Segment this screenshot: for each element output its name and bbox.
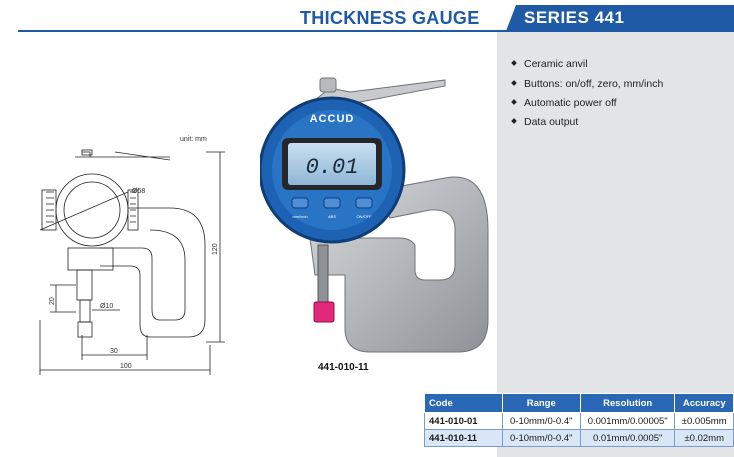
dim-height-20: 20 xyxy=(49,297,56,305)
bullet-icon xyxy=(511,80,517,86)
gauge-product-image: 0.01 ACCUD mm/inch ABS ON/OFF xyxy=(260,77,489,353)
power-label: ON/OFF xyxy=(356,214,372,219)
series-tab-shape xyxy=(506,5,734,31)
cell-accuracy: ±0.005mm xyxy=(674,412,734,430)
dim-dia10: Ø10 xyxy=(100,303,113,310)
cell-resolution: 0.001mm/0.00005" xyxy=(579,412,676,430)
table-header-row: Code Range Resolution Accuracy xyxy=(424,393,734,413)
abs-label: ABS xyxy=(328,214,336,219)
cell-code: 441-010-01 xyxy=(424,412,503,430)
cell-accuracy: ±0.02mm xyxy=(674,429,734,447)
col-accuracy: Accuracy xyxy=(674,393,734,413)
feature-item: Buttons: on/off, zero, mm/inch xyxy=(511,78,663,90)
feature-item: Automatic power off xyxy=(511,97,617,109)
col-resolution: Resolution xyxy=(579,393,676,413)
header-divider xyxy=(18,30,734,32)
col-code: Code xyxy=(424,393,503,413)
technical-drawing: Ø58 120 20 Ø10 30 100 xyxy=(39,149,225,375)
col-range: Range xyxy=(501,393,581,413)
cell-range: 0-10mm/0-0.4" xyxy=(501,412,581,430)
mm-inch-label: mm/inch xyxy=(292,214,307,219)
spec-table: Code Range Resolution Accuracy 441-010-0… xyxy=(424,393,734,447)
abs-button[interactable] xyxy=(323,197,341,209)
power-button[interactable] xyxy=(355,197,373,209)
cell-code: 441-010-11 xyxy=(424,429,503,447)
brand-logo: ACCUD xyxy=(310,113,355,125)
dim-width-100: 100 xyxy=(120,363,132,370)
feature-item: Ceramic anvil xyxy=(511,58,588,70)
series-tab xyxy=(506,5,734,31)
series-label: SERIES 441 xyxy=(524,8,625,27)
table-row: 441-010-01 0-10mm/0-0.4" 0.001mm/0.00005… xyxy=(424,412,734,430)
model-number: 441-010-11 xyxy=(318,362,369,373)
dim-width-30: 30 xyxy=(110,348,118,355)
lcd-reading: 0.01 xyxy=(306,155,359,180)
dim-dia58: Ø58 xyxy=(132,188,145,195)
bullet-icon xyxy=(511,60,517,66)
dim-height-120: 120 xyxy=(212,243,219,255)
feature-item: Data output xyxy=(511,116,578,128)
bullet-icon xyxy=(511,99,517,105)
unit-label: unit: mm xyxy=(180,136,207,143)
cell-resolution: 0.01mm/0.0005" xyxy=(579,429,676,447)
bullet-icon xyxy=(511,118,517,124)
mm-inch-button[interactable] xyxy=(291,197,309,209)
feature-panel xyxy=(497,32,734,457)
table-row: 441-010-11 0-10mm/0-0.4" 0.01mm/0.0005" … xyxy=(424,429,734,447)
cell-range: 0-10mm/0-0.4" xyxy=(501,429,581,447)
page-title: THICKNESS GAUGE xyxy=(300,8,480,28)
